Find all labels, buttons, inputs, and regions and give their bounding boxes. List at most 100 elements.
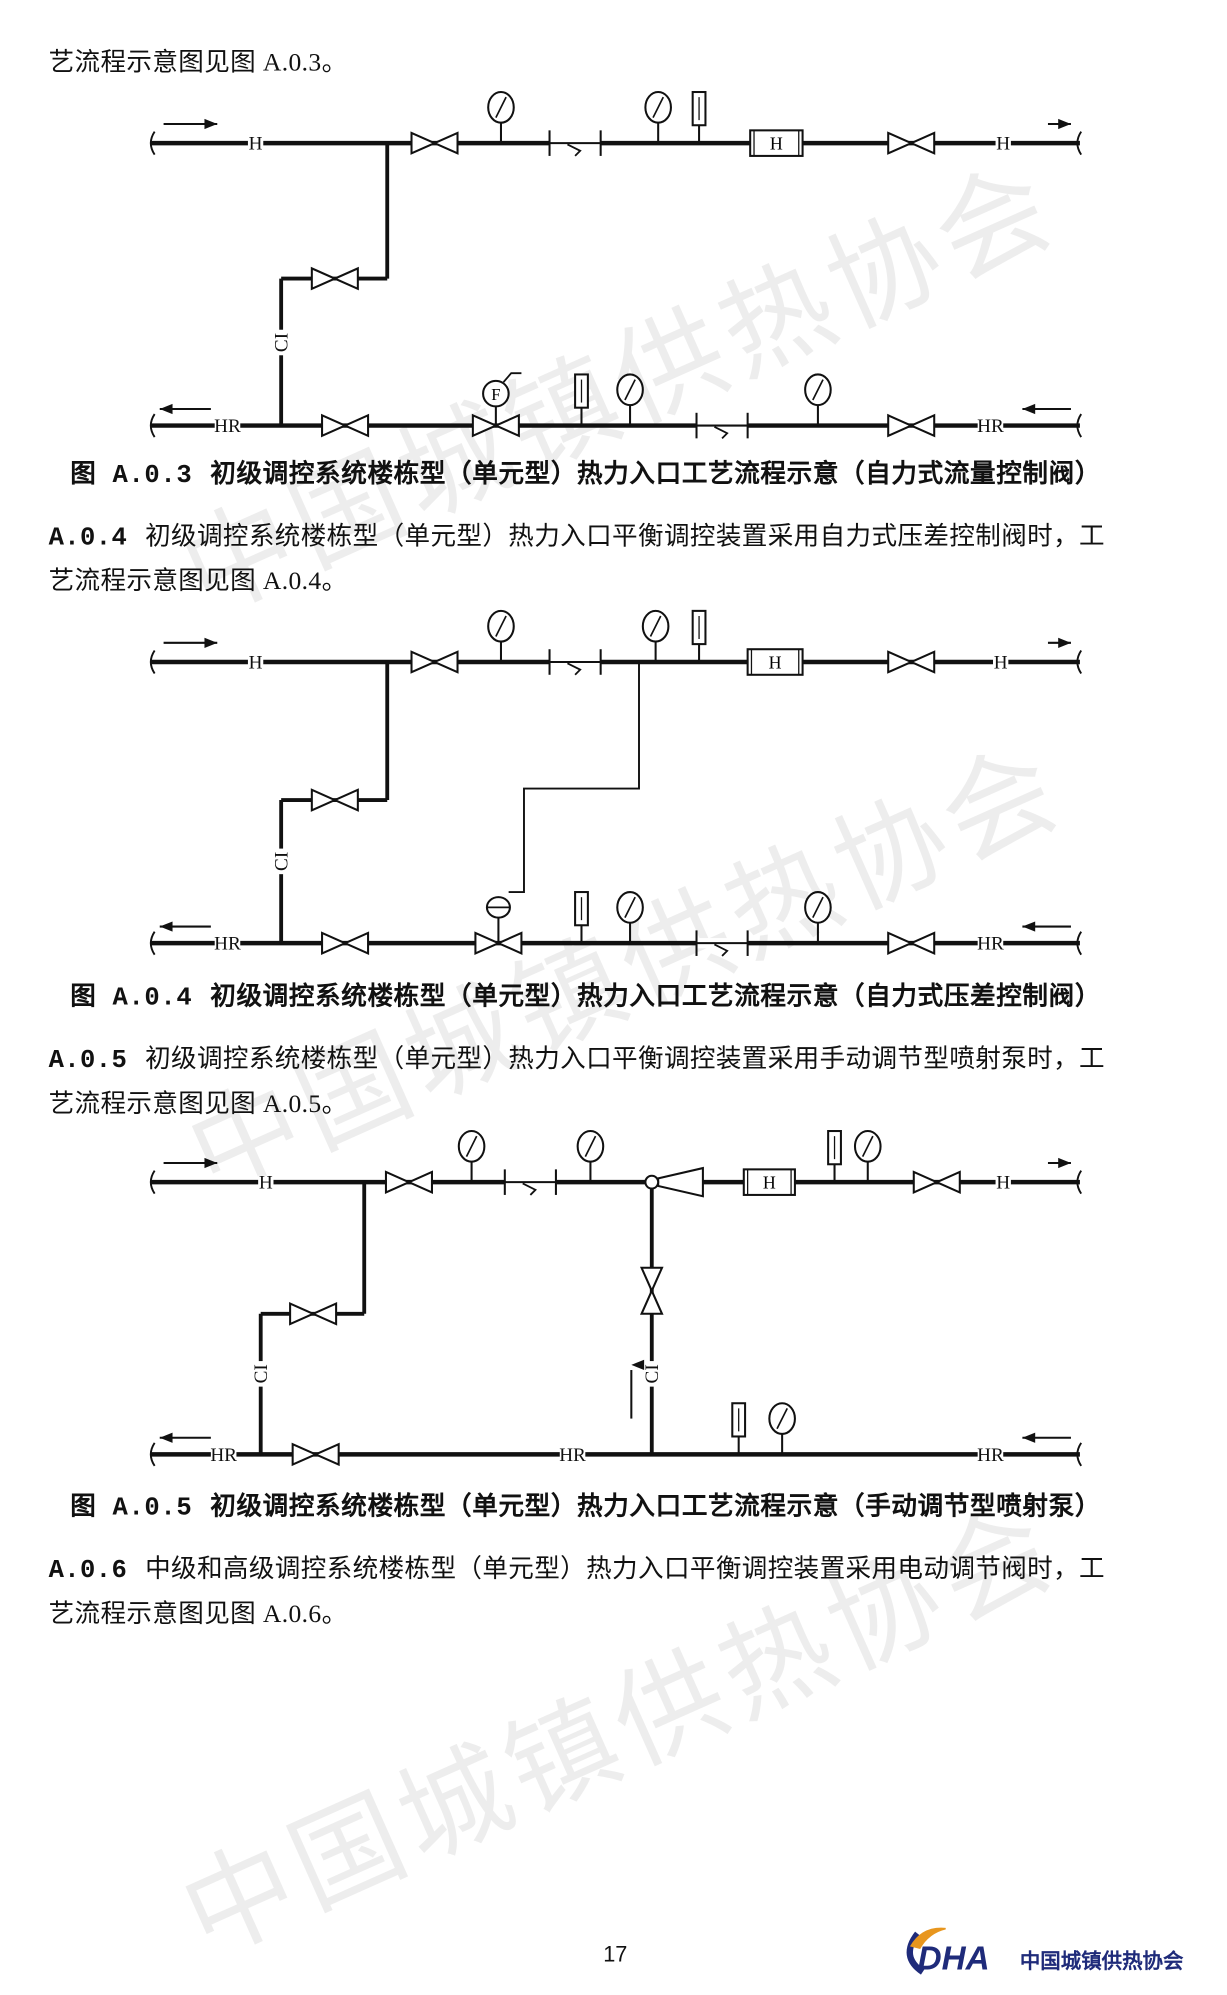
thermometer-icon (731, 1402, 747, 1455)
pipe-break-icon (149, 1170, 156, 1195)
gate-valve-icon (887, 413, 936, 438)
bypass-label: CI (251, 1364, 272, 1383)
logo-arc-icon (906, 1927, 946, 1975)
paragraph-text: 初级调控系统楼栋型（单元型）热力入口平衡调控装置采用自力式压差控制阀时，工 (145, 522, 1105, 551)
thermometer-icon (691, 609, 707, 663)
check-flap (714, 943, 729, 957)
pipe-break-icon (149, 131, 156, 156)
return-label: HR (214, 416, 241, 437)
figure-number: 图 A.0.4 (70, 984, 193, 1014)
pipe-break-icon (1076, 413, 1083, 438)
label-gap (247, 136, 264, 150)
paragraph-a04-line2: 艺流程示意图见图 A.0.4。 (48, 567, 348, 596)
gauge-needle (649, 615, 662, 637)
gate-valve-icon (310, 266, 359, 291)
pressure-gauge-icon (644, 90, 672, 144)
pressure-gauge-icon (641, 609, 670, 663)
paragraph-text: 初级调控系统楼栋型（单元型）热力入口平衡调控装置采用手动调节型喷射泵时，工 (145, 1045, 1105, 1074)
figure-caption-a05: 图 A.0.5 初级调控系统楼栋型（单元型）热力入口工艺流程示意（手动调节型喷射泵… (70, 1485, 1102, 1524)
pressure-gauge-icon (576, 1130, 605, 1183)
cdha-logo: DHA 中国城镇供热协会 (895, 1921, 1215, 1982)
label-gap (247, 655, 264, 669)
flow-arrow-head (1022, 921, 1036, 932)
check-flap (567, 662, 582, 676)
flow-arrow-head (204, 637, 218, 648)
pressure-gauge-icon (853, 1130, 882, 1183)
flow-arrow-head (1058, 637, 1071, 648)
label-gap (214, 936, 241, 950)
flow-valve-label: F (491, 385, 500, 404)
gauge-needle (495, 615, 507, 637)
label-gap (995, 136, 1011, 150)
figure-number: 图 A.0.5 (70, 1493, 193, 1524)
flow-arrow-head (1058, 118, 1071, 130)
gate-valve-icon (291, 1442, 340, 1467)
pipe-break-icon (1076, 1170, 1083, 1195)
label-gap (977, 419, 1004, 432)
gate-valve-icon (887, 650, 936, 674)
gauge-needle (861, 1135, 874, 1157)
paragraph-a05: A.0.5 初级调控系统楼栋型（单元型）热力入口平衡调控装置采用手动调节型喷射泵时… (49, 1038, 1105, 1076)
check-flap (522, 1182, 537, 1196)
return-label: HR (214, 934, 241, 955)
pressure-gauge-icon (804, 891, 832, 944)
gauge-needle (624, 379, 636, 401)
pressure-gauge-icon (487, 609, 515, 663)
gauge-needle (812, 896, 824, 918)
flow-arrow-head (1022, 403, 1036, 415)
return-label: HR (210, 1445, 237, 1466)
meter-label: H (770, 134, 783, 154)
check-valve-icon (548, 130, 602, 157)
bypass-label: CI (272, 333, 293, 352)
thermometer-icon (691, 90, 707, 144)
meter-box (742, 1168, 796, 1196)
supply-label: H (996, 1173, 1010, 1194)
impulse-line (502, 372, 522, 383)
flow-arrow-head (1058, 1157, 1071, 1169)
clause-number: A.0.6 (48, 1556, 128, 1586)
label-gap (274, 329, 288, 356)
pressure-gauge-icon (457, 1130, 486, 1183)
label-gap (210, 1447, 237, 1461)
figure-title: 初级调控系统楼栋型（单元型）热力入口工艺流程示意（手动调节型喷射泵） (210, 1492, 1102, 1521)
logo-abbr: DHA (917, 1938, 990, 1978)
pipe-break-icon (1076, 131, 1083, 156)
supply-label: H (249, 134, 263, 155)
logo-org-name: 中国城镇供热协会 (1019, 1948, 1184, 1974)
pressure-gauge-icon (616, 891, 644, 944)
return-label: HR (977, 416, 1004, 437)
meter-box (749, 129, 804, 157)
label-gap (258, 1175, 274, 1189)
pressure-gauge-icon (768, 1402, 796, 1455)
page-number: 17 (603, 1942, 628, 1967)
gauge-needle (465, 1135, 478, 1157)
thermometer-icon (574, 373, 589, 426)
label-gap (214, 419, 241, 432)
gate-valve-icon (289, 1301, 338, 1326)
return-label: HR (977, 1445, 1004, 1466)
paragraph-a06-line2: 艺流程示意图见图 A.0.6。 (48, 1600, 348, 1629)
label-gap (995, 1175, 1011, 1189)
pressure-gauge-icon (616, 373, 644, 426)
supply-label: H (996, 134, 1010, 155)
flowmeter-heat-meter: H (749, 129, 804, 157)
gate-valve-icon (321, 931, 370, 955)
jet-pump-icon (657, 1166, 704, 1198)
gate-valve-icon (887, 931, 936, 955)
gate-valve-icon (639, 1266, 664, 1315)
pressure-gauge-icon (487, 90, 515, 144)
clause-number: A.0.5 (48, 1046, 128, 1077)
pipe-break-icon (149, 413, 156, 438)
figure-number: 图 A.0.3 (70, 461, 193, 491)
meter-label: H (763, 1173, 776, 1193)
clause-number: A.0.4 (48, 523, 128, 554)
thermometer-icon (827, 1130, 842, 1183)
flow-arrow-head (204, 1157, 218, 1169)
pressure-gauge-icon (804, 373, 832, 426)
gate-valve-icon (410, 650, 459, 674)
check-valve-icon (695, 412, 749, 439)
flow-arrow-head (204, 118, 218, 130)
